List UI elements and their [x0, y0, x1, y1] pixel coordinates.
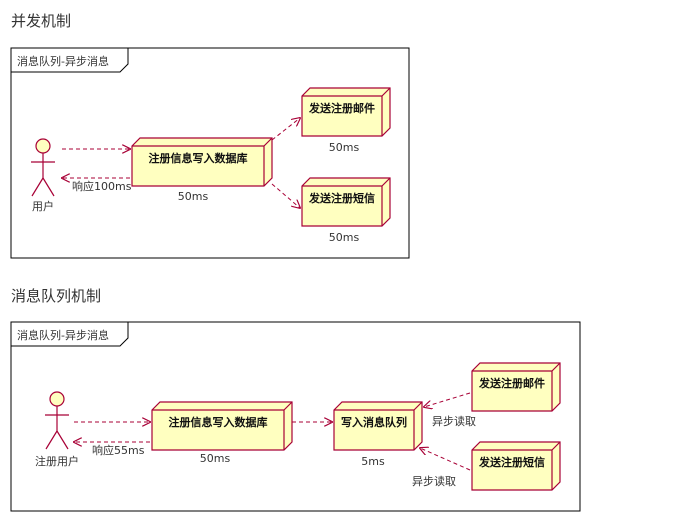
section2-sms-read-arrow: [420, 448, 471, 471]
section2-email-read-label: 异步读取: [432, 414, 476, 428]
section1-sms-node: 发送注册短信 50ms: [301, 177, 391, 244]
section2-sms-node: 发送注册短信: [471, 441, 561, 491]
section2-sms-node-label: 发送注册短信: [478, 455, 545, 469]
section1-sms-node-label: 发送注册短信: [308, 191, 375, 205]
section1-response-label: 响应100ms: [72, 179, 132, 193]
section2-sms-read-label: 异步读取: [412, 474, 456, 488]
section2-title: 消息队列机制: [11, 287, 102, 305]
section2-response-label: 响应55ms: [92, 443, 145, 457]
section2-queue-node-label: 写入消息队列: [341, 415, 407, 429]
actor-head-icon: [49, 391, 65, 407]
section1-frame-label: 消息队列-异步消息: [17, 54, 109, 68]
section2-actor-label: 注册用户: [35, 454, 79, 468]
section1-email-node-label: 发送注册邮件: [308, 101, 375, 115]
section2-main-time: 50ms: [200, 452, 231, 465]
section1-email-time: 50ms: [329, 141, 360, 154]
section2-email-node: 发送注册邮件: [471, 362, 561, 412]
section2-actor: 注册用户: [35, 391, 79, 468]
section2-queue-time: 5ms: [361, 455, 385, 468]
actor-head-icon: [35, 138, 51, 154]
section1-email-arrow: [271, 118, 300, 141]
section2-frame: 消息队列-异步消息: [10, 321, 581, 512]
section1-sms-arrow: [271, 183, 300, 208]
section1-actor: 用户: [31, 138, 55, 213]
section1-frame: 消息队列-异步消息: [10, 47, 410, 259]
section2-frame-label: 消息队列-异步消息: [17, 328, 109, 342]
section1-main-node-label: 注册信息写入数据库: [149, 151, 248, 165]
section2-queue-node: 写入消息队列 5ms: [333, 401, 423, 468]
section1-main-node: 注册信息写入数据库 50ms: [131, 137, 273, 203]
section2-email-node-label: 发送注册邮件: [478, 376, 545, 390]
section2-email-read-arrow: [424, 392, 471, 407]
section1-title: 并发机制: [11, 12, 72, 30]
section2-main-node: 注册信息写入数据库 50ms: [151, 401, 293, 465]
section1-sms-time: 50ms: [329, 231, 360, 244]
section1-actor-label: 用户: [32, 199, 54, 213]
section1-main-time: 50ms: [178, 190, 209, 203]
section1-email-node: 发送注册邮件 50ms: [301, 87, 391, 154]
section2-main-node-label: 注册信息写入数据库: [169, 415, 268, 429]
